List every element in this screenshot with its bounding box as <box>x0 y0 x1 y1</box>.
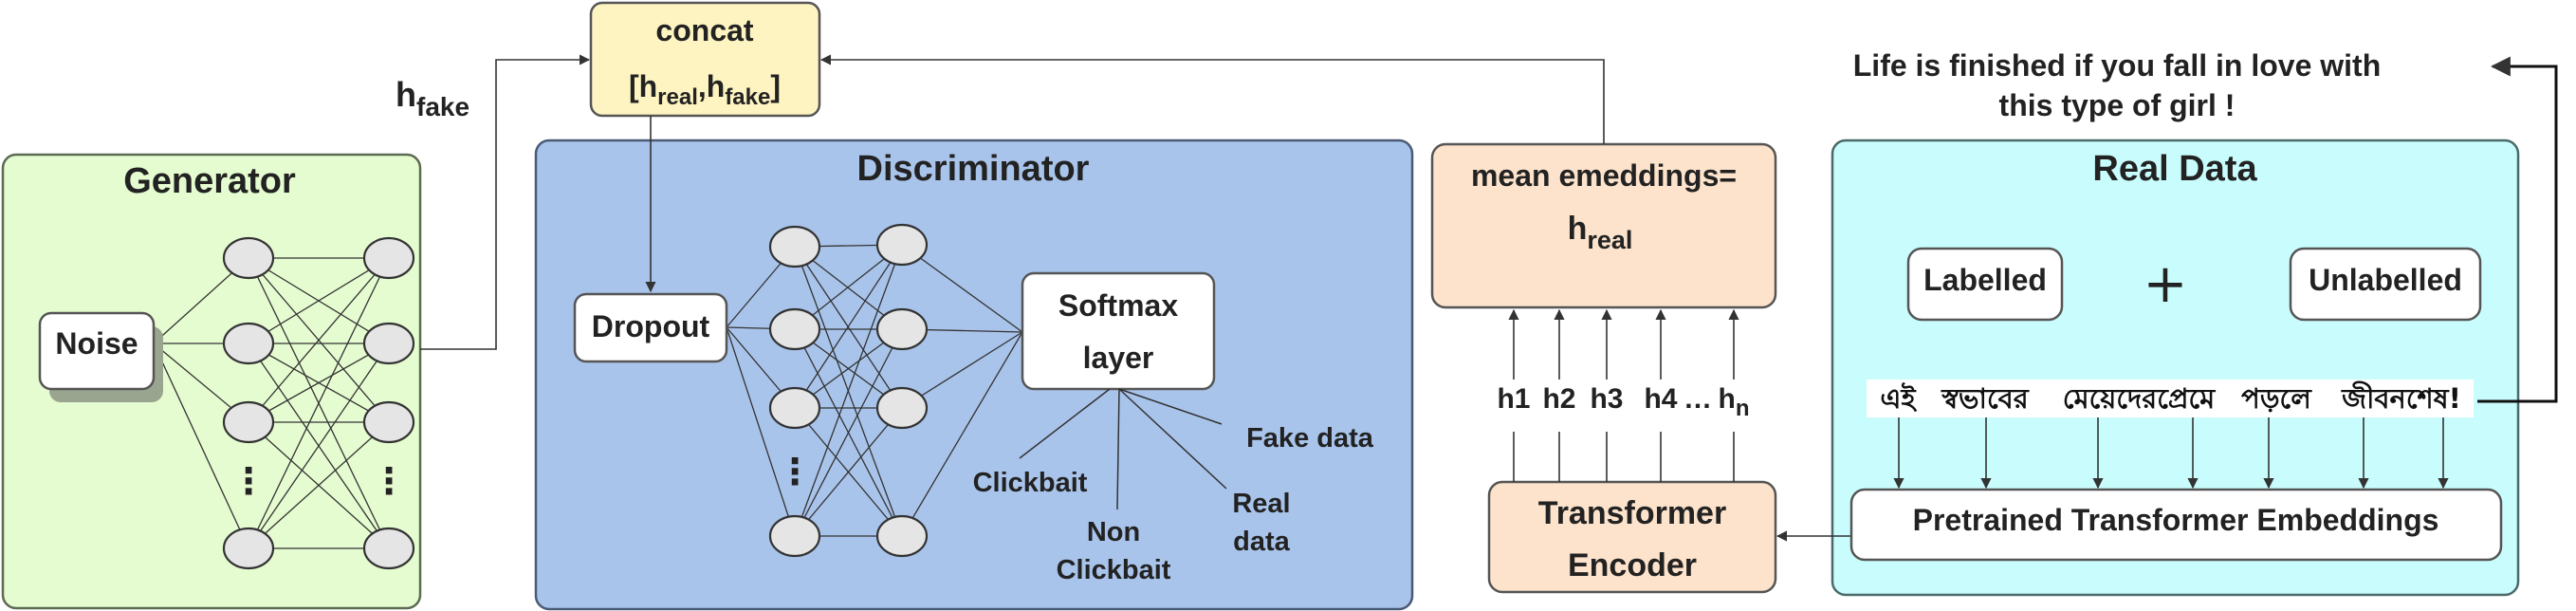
generator-node-1-3 <box>362 527 415 570</box>
noise-box <box>38 311 156 391</box>
concat-vector: [hreal,hfake] <box>629 69 781 110</box>
hidden-h4: h4 <box>1644 383 1677 415</box>
softmax-output-lines <box>1019 388 1227 510</box>
concat-title: concat <box>655 13 753 47</box>
discriminator-title: Discriminator <box>857 149 1090 189</box>
h-fake-label: hfake <box>396 75 469 121</box>
generator-nodes <box>222 236 415 570</box>
discriminator-node-0-2 <box>768 386 821 430</box>
hidden-dots: … <box>1684 383 1712 415</box>
generator-node-0-1 <box>222 322 275 365</box>
softmax-label-1: Softmax <box>1058 288 1178 323</box>
token-2: স্বভাবের <box>1941 382 2029 415</box>
transformer-encoder-box <box>1487 480 1777 594</box>
generator-node-0-2 <box>222 400 275 444</box>
dropout-box <box>573 292 728 363</box>
mean-to-concat-arrow <box>819 54 1605 144</box>
discriminator-node-0-0 <box>768 225 821 268</box>
softmax-box <box>1021 271 1216 391</box>
output-non-clickbait-2: Clickbait <box>1057 555 1171 585</box>
discriminator-node-0-3 <box>768 514 821 558</box>
unlabelled-box <box>2289 247 2482 322</box>
concat-box <box>589 1 821 118</box>
pretrained-embeddings-label: Pretrained Transformer Embeddings <box>1913 503 2439 537</box>
mean-embeddings-label: mean emeddings= <box>1471 158 1737 193</box>
transformer-label-2: Encoder <box>1568 547 1697 583</box>
token-5: জীবনশেষ! <box>2341 380 2461 415</box>
token-4: পড়লে <box>2241 382 2312 415</box>
generator-ellipsis-2: ⋮ <box>371 462 407 502</box>
dropout-label: Dropout <box>592 309 710 343</box>
output-non-clickbait-1: Non <box>1087 517 1140 547</box>
discriminator-panel <box>534 139 1414 611</box>
output-fake-data: Fake data <box>1246 423 1374 454</box>
noise-label: Noise <box>55 326 138 361</box>
discriminator-node-1-1 <box>875 307 929 351</box>
output-real-data-1: Real <box>1232 489 1290 519</box>
discriminator-node-0-1 <box>768 307 821 351</box>
real-data-title: Real Data <box>2092 149 2257 189</box>
generator-node-1-0 <box>362 236 415 280</box>
plus-sign: + <box>2144 253 2188 315</box>
translation-line-2: this type of girl ! <box>1999 88 2236 122</box>
hidden-h1: h1 <box>1497 383 1530 415</box>
labelled-box <box>1906 247 2064 322</box>
output-real-data-2: data <box>1233 527 1291 557</box>
discriminator-nodes <box>768 223 929 558</box>
translation-line-1: Life is finished if you fall in love wit… <box>1853 48 2382 83</box>
discriminator-ellipsis: ⋮ <box>777 453 813 492</box>
token-arrows <box>1893 417 2449 490</box>
softmax-label-2: layer <box>1083 341 1154 375</box>
token-3: মেয়েদেরপ্রেমে <box>2063 382 2216 415</box>
generator-title: Generator <box>123 161 296 201</box>
discriminator-node-1-3 <box>875 514 929 558</box>
discriminator-node-1-2 <box>875 386 929 430</box>
token-1: এই <box>1880 382 1917 415</box>
generator-node-1-1 <box>362 322 415 365</box>
generator-to-concat-arrow <box>420 54 591 350</box>
output-clickbait: Clickbait <box>973 468 1088 498</box>
transformer-label-1: Transformer <box>1538 495 1726 531</box>
unlabelled-label: Unlabelled <box>2309 263 2462 297</box>
token-highlight <box>1867 380 2474 417</box>
generator-node-0-3 <box>222 527 275 570</box>
hidden-h3: h3 <box>1590 383 1623 415</box>
generator-node-0-0 <box>222 236 275 280</box>
hidden-hn: hn <box>1719 383 1750 421</box>
generator-panel <box>1 153 422 610</box>
hidden-state-arrows <box>1508 308 1739 482</box>
generator-node-1-2 <box>362 400 415 444</box>
h-real-label: hreal <box>1568 211 1633 254</box>
generator-ellipsis-1: ⋮ <box>230 462 267 502</box>
pretrained-embeddings-box <box>1849 488 2503 562</box>
discriminator-node-1-0 <box>875 223 929 267</box>
translation-arrow <box>2477 56 2558 403</box>
labelled-label: Labelled <box>1923 263 2047 297</box>
hidden-h2: h2 <box>1542 383 1575 415</box>
